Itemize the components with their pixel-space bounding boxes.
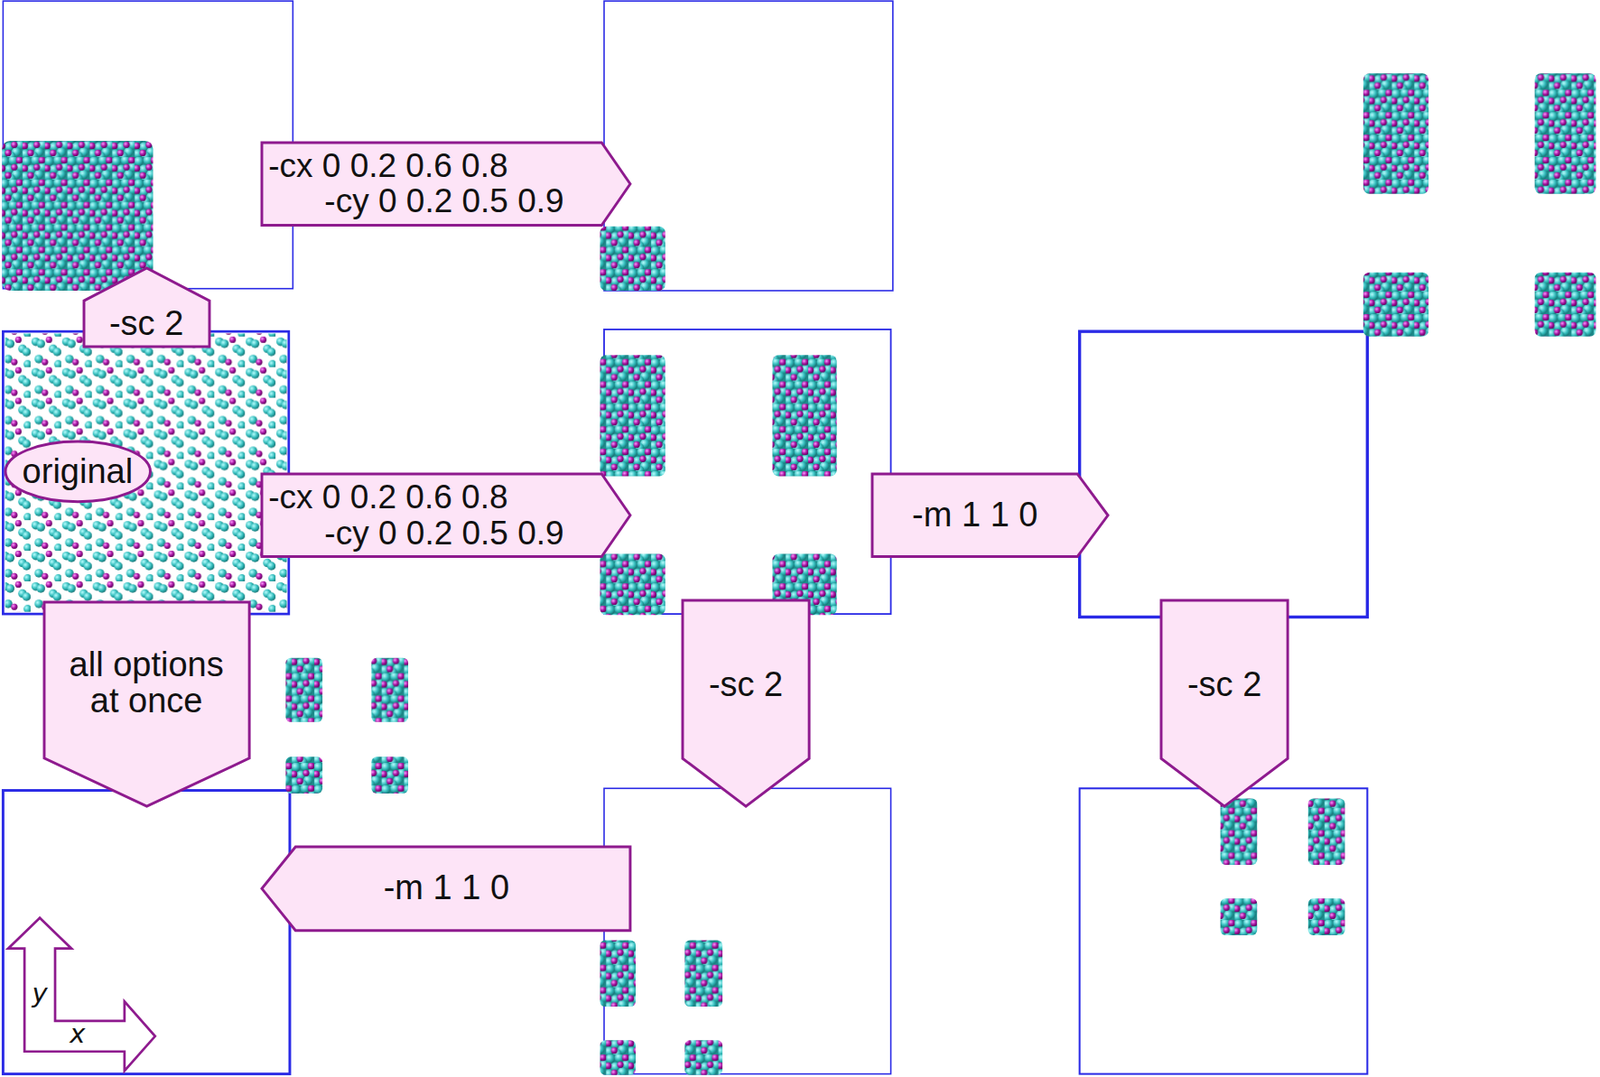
particle-cluster — [1534, 272, 1597, 337]
axis-arrows — [8, 918, 156, 1071]
particle-cluster — [600, 940, 637, 1007]
simulation-box — [2, 790, 290, 1075]
particle-cluster — [1220, 898, 1258, 936]
shape-outline — [44, 602, 250, 807]
particle-cluster — [1220, 799, 1258, 866]
option-text: -m 1 1 0 — [911, 497, 1038, 534]
particle-cluster — [1308, 799, 1346, 866]
option-text: -sc 2 — [1187, 667, 1262, 704]
text-holder: -sc 2 — [83, 300, 210, 347]
option-arrow: -m 1 1 0 — [261, 846, 631, 931]
option-text: -cy 0 0.2 0.5 0.9 — [324, 183, 564, 221]
text-holder: -m 1 1 0 — [261, 846, 631, 931]
particle-cluster — [600, 226, 666, 291]
text-holder: all options at once — [52, 602, 242, 766]
option-text: -cy 0 0.2 0.5 0.9 — [324, 515, 564, 553]
particle-cluster — [684, 940, 723, 1007]
particle-cluster — [772, 354, 837, 476]
shape-outline — [83, 268, 210, 347]
particle-cloud — [5, 333, 288, 612]
particle-cluster — [684, 1040, 723, 1075]
particle-cluster — [371, 756, 409, 794]
option-arrow: -sc 2 — [83, 268, 210, 347]
shape-outline — [261, 142, 631, 226]
original-ellipse: original — [5, 441, 150, 503]
particle-cluster — [600, 553, 666, 615]
particle-cluster — [1363, 272, 1429, 337]
axis-label: x — [69, 1021, 85, 1048]
shape-outline — [261, 474, 631, 558]
shape-outline — [261, 846, 631, 931]
particle-cluster — [1, 140, 153, 291]
simulation-box — [2, 331, 289, 614]
simulation-box — [1079, 788, 1368, 1074]
option-arrow: -sc 2 — [1161, 600, 1288, 807]
shape-outline — [682, 600, 810, 807]
simulation-box — [1079, 331, 1368, 617]
option-arrow: -cx 0 0.2 0.6 0.8-cy 0 0.2 0.5 0.9 — [261, 474, 631, 558]
option-text: -cx 0 0.2 0.6 0.8 — [268, 148, 508, 186]
text-holder: original — [5, 441, 150, 503]
shape-outline — [872, 474, 1108, 558]
simulation-box — [604, 788, 892, 1074]
option-arrow: -sc 2 — [682, 600, 810, 807]
option-text: -m 1 1 0 — [383, 870, 510, 907]
option-arrow: -cx 0 0.2 0.6 0.8-cy 0 0.2 0.5 0.9 — [261, 142, 631, 226]
shape-outline — [5, 441, 150, 503]
particle-cluster — [285, 756, 323, 794]
option-text: all options at once — [55, 647, 238, 720]
particle-cluster — [285, 658, 323, 723]
particle-cluster — [1363, 73, 1429, 194]
option-text: -sc 2 — [109, 306, 184, 343]
particle-cluster — [600, 1040, 637, 1075]
particle-cluster — [1534, 73, 1597, 194]
option-text: -cx 0 0.2 0.6 0.8 — [268, 479, 508, 517]
text-holder: -sc 2 — [1161, 600, 1288, 773]
axis-label: y — [31, 980, 47, 1007]
particle-cluster — [600, 354, 666, 476]
particle-cluster — [1308, 898, 1346, 936]
text-holder: -sc 2 — [682, 600, 810, 773]
option-arrow: all options at once — [44, 602, 250, 807]
option-arrow: -m 1 1 0 — [872, 474, 1108, 558]
option-text: -sc 2 — [708, 667, 783, 704]
ellipse-label: original — [22, 454, 134, 491]
shape-outline — [1161, 600, 1288, 807]
particle-cluster — [371, 658, 409, 723]
text-holder: -m 1 1 0 — [872, 474, 1078, 558]
